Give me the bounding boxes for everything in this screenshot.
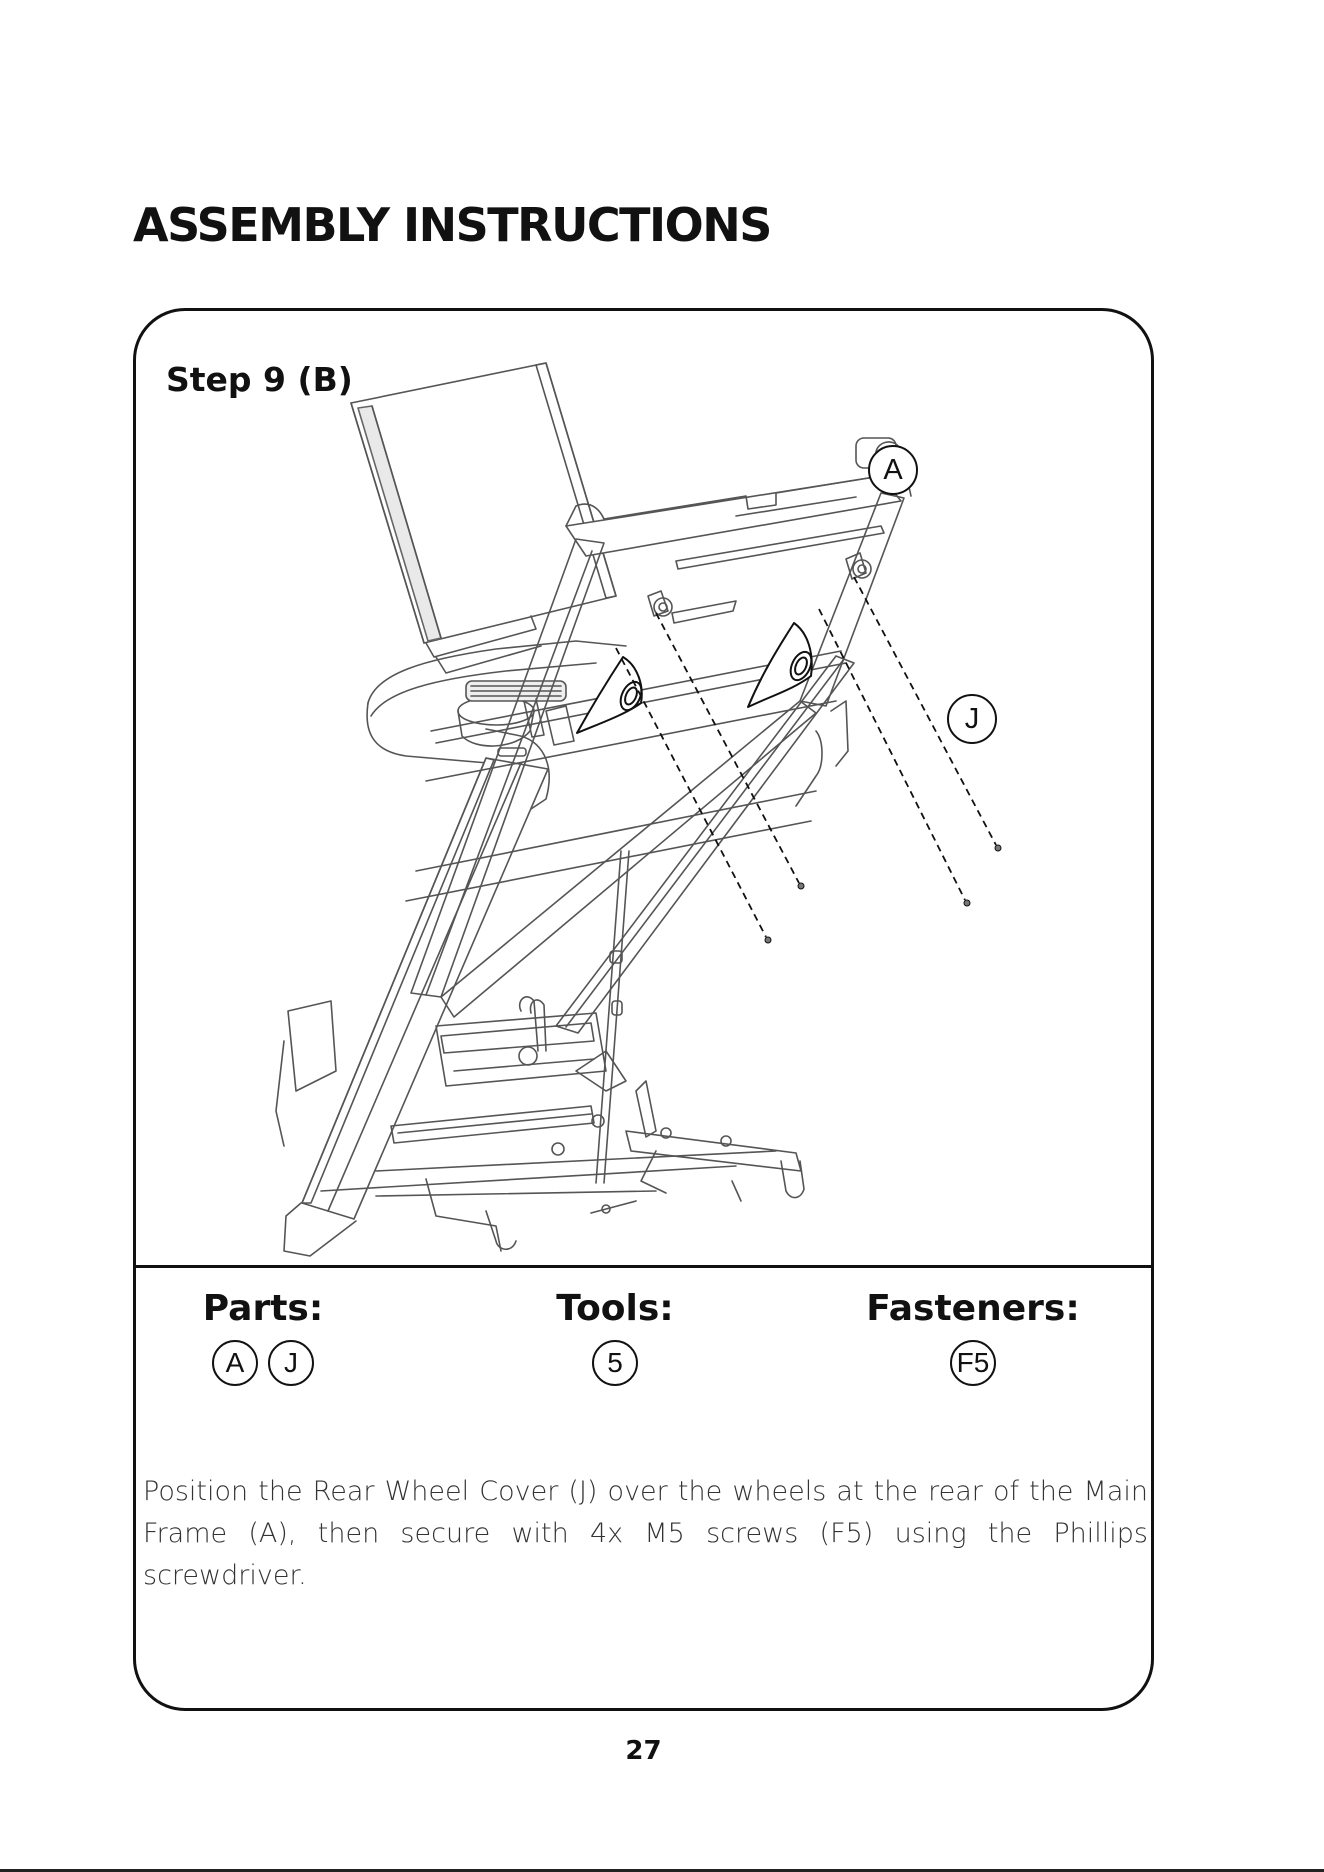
callout-main-frame: A xyxy=(868,445,918,495)
screw-guide-lines xyxy=(616,577,996,937)
fasteners-column: Fasteners: F5 xyxy=(813,1287,1133,1386)
fasteners-heading: Fasteners: xyxy=(813,1287,1133,1330)
tools-column: Tools: 5 xyxy=(455,1287,775,1386)
parts-column: Parts: A J xyxy=(133,1287,423,1386)
treadmill-illustration xyxy=(136,311,1151,1265)
step-card: Step 9 (B) xyxy=(133,308,1154,1711)
part-badge: A xyxy=(212,1340,258,1386)
screws xyxy=(765,845,1001,943)
fasteners-list: F5 xyxy=(813,1340,1133,1386)
page-number: 27 xyxy=(0,1736,1287,1766)
instructions-text: Position the Rear Wheel Cover (J) over t… xyxy=(143,1471,1148,1597)
rear-wheel-cover-left xyxy=(577,657,645,733)
section-divider xyxy=(136,1265,1151,1268)
support-pole xyxy=(596,851,629,1183)
fastener-badge: F5 xyxy=(950,1340,996,1386)
callout-rear-wheel-cover: J xyxy=(947,694,997,744)
page-title: ASSEMBLY INSTRUCTIONS xyxy=(133,202,771,248)
parts-list: A J xyxy=(133,1340,423,1386)
tools-list: 5 xyxy=(455,1340,775,1386)
front-upright xyxy=(276,758,548,1256)
parts-heading: Parts: xyxy=(133,1287,423,1330)
rear-wheel-cover-right xyxy=(748,623,815,707)
part-badge: J xyxy=(268,1340,314,1386)
console-screen xyxy=(351,363,616,673)
tool-badge: 5 xyxy=(592,1340,638,1386)
tools-heading: Tools: xyxy=(455,1287,775,1330)
